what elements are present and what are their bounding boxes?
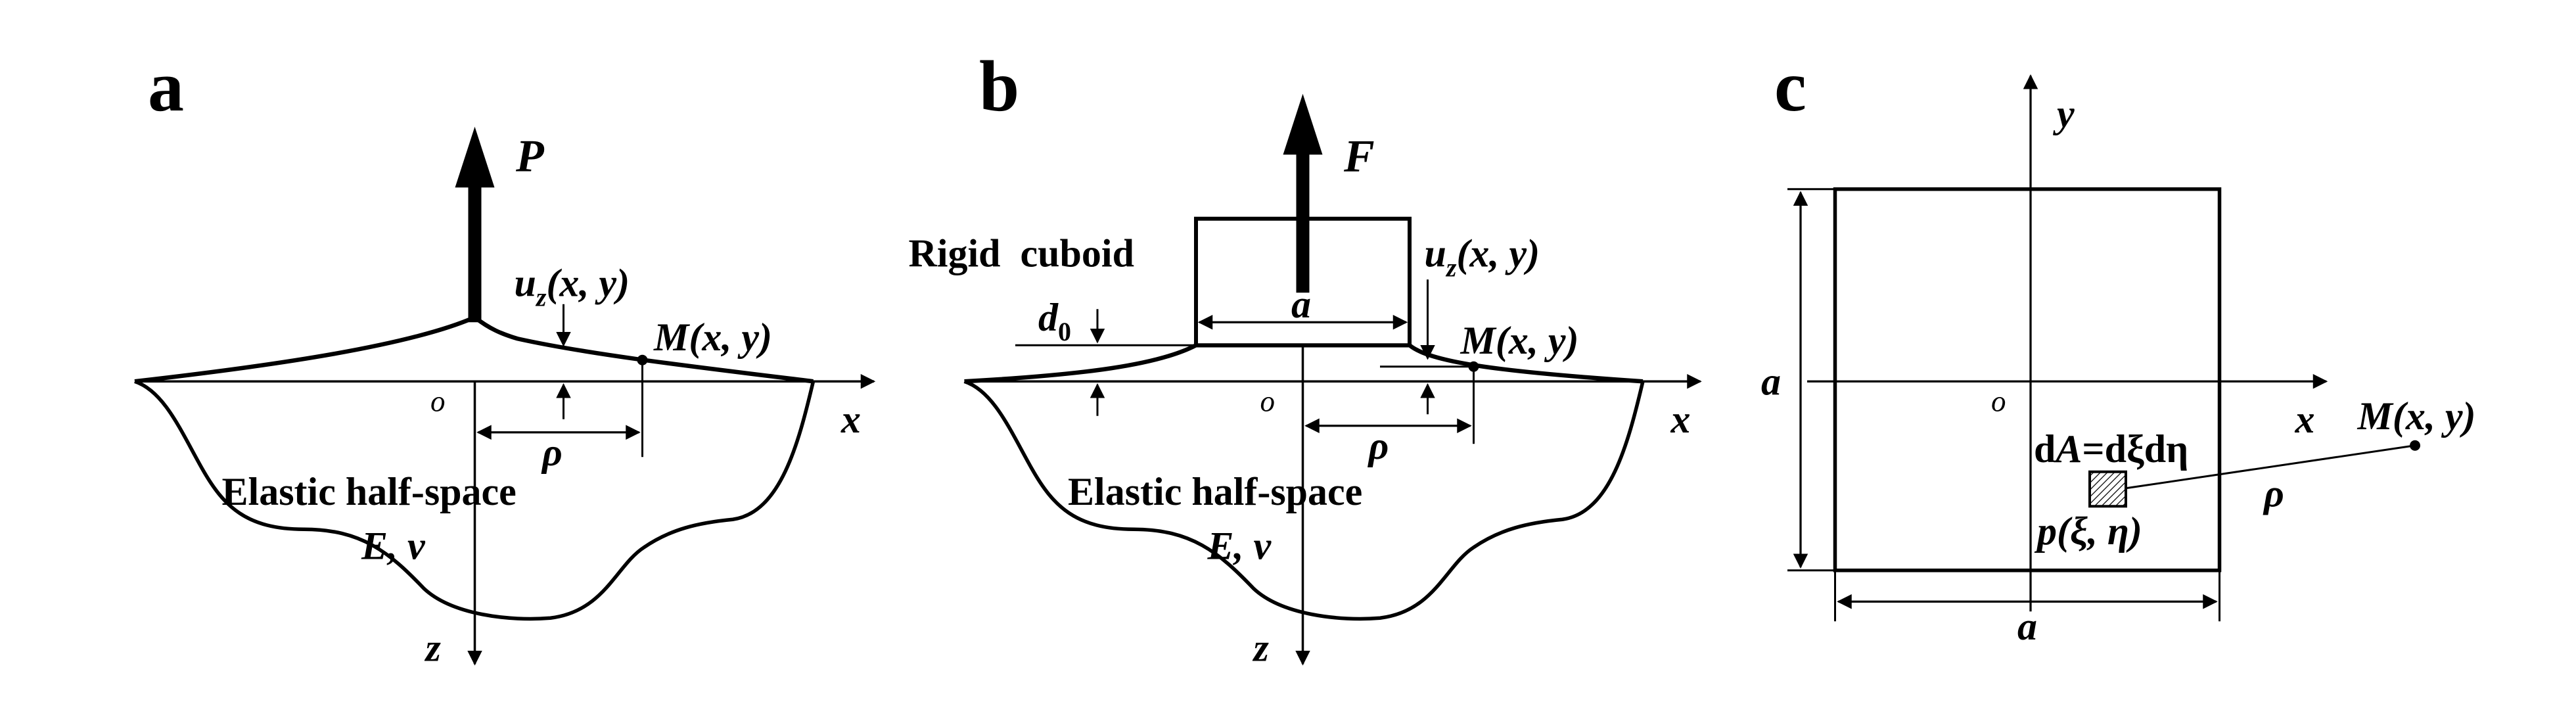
panel-b-label: b <box>979 46 1019 126</box>
panel-b-force-label: F <box>1343 131 1375 181</box>
panel-c-square-region <box>1833 187 2222 573</box>
panel-b-z-axis-label: z <box>1253 626 1270 669</box>
panel-b-params-label: E, v <box>1207 524 1272 567</box>
panel-a-deformed-surface <box>134 315 814 384</box>
panel-b-origin-label: o <box>1260 385 1276 417</box>
panel-b-u-label: uz(x, y) <box>1425 231 1540 282</box>
panel-b-body-label: Elastic half-space <box>1068 470 1362 513</box>
panel-b-d0-label: d0 <box>1038 296 1071 346</box>
panel-c-bottom-dimension-label: a <box>2017 605 2037 648</box>
panel-a-params-label: E, v <box>361 524 426 567</box>
panel-a-half-space-outline <box>134 379 816 621</box>
panel-a-force-label: P <box>515 131 545 181</box>
panel-a-rho-label: ρ <box>541 431 563 474</box>
panel-b-x-axis-label: x <box>1670 398 1691 441</box>
panel-c-origin-label: o <box>1991 385 2006 417</box>
panel-a-origin-label: o <box>430 385 446 417</box>
panel-b-rigid-label: Rigid cuboid <box>909 231 1134 275</box>
panel-a-label: a <box>148 46 184 126</box>
panel-c-rho-line <box>2125 444 2416 490</box>
panel-c-point-m <box>2410 440 2421 451</box>
panel-a-z-axis-label: z <box>425 626 442 669</box>
panel-b-m-label: M(x, y) <box>1460 319 1579 362</box>
panel-c-label: c <box>1774 46 1806 126</box>
panel-c-rho-label: ρ <box>2263 471 2284 515</box>
panel-a-body-label: Elastic half-space <box>222 470 517 513</box>
panel-a-force-arrowhead <box>455 126 495 188</box>
panel-b-rho-label: ρ <box>1368 424 1389 467</box>
panel-b-force-arrowhead <box>1283 93 1323 155</box>
panel-c-y-axis-label: y <box>2053 92 2075 135</box>
panel-b-half-space-outline <box>963 379 1645 621</box>
panel-b: b F a Rigid cuboid d0 uz(x, y) M(x, y) <box>909 46 1702 669</box>
panel-c-p-label: p(ξ, η) <box>2034 509 2142 553</box>
panel-a-u-label: uz(x, y) <box>515 261 630 312</box>
panel-c-dA-label: dA=dξdη <box>2034 427 2188 471</box>
panel-c-m-label: M(x, y) <box>2357 394 2476 438</box>
panel-c-x-axis-label: x <box>2295 398 2315 441</box>
panel-a-x-axis-label: x <box>840 398 861 441</box>
panel-c-left-dimension-label: a <box>1761 360 1781 403</box>
panel-c-area-element <box>2088 470 2127 508</box>
panel-b-width-label: a <box>1291 283 1311 326</box>
panel-a: a P uz(x, y) M(x, y) ρ o x z Elastic hal… <box>134 46 876 669</box>
panel-a-m-label: M(x, y) <box>653 316 772 359</box>
panel-c: c a a y x o dA=dξdη p(ξ, η) M(x, y) ρ <box>1761 46 2475 648</box>
